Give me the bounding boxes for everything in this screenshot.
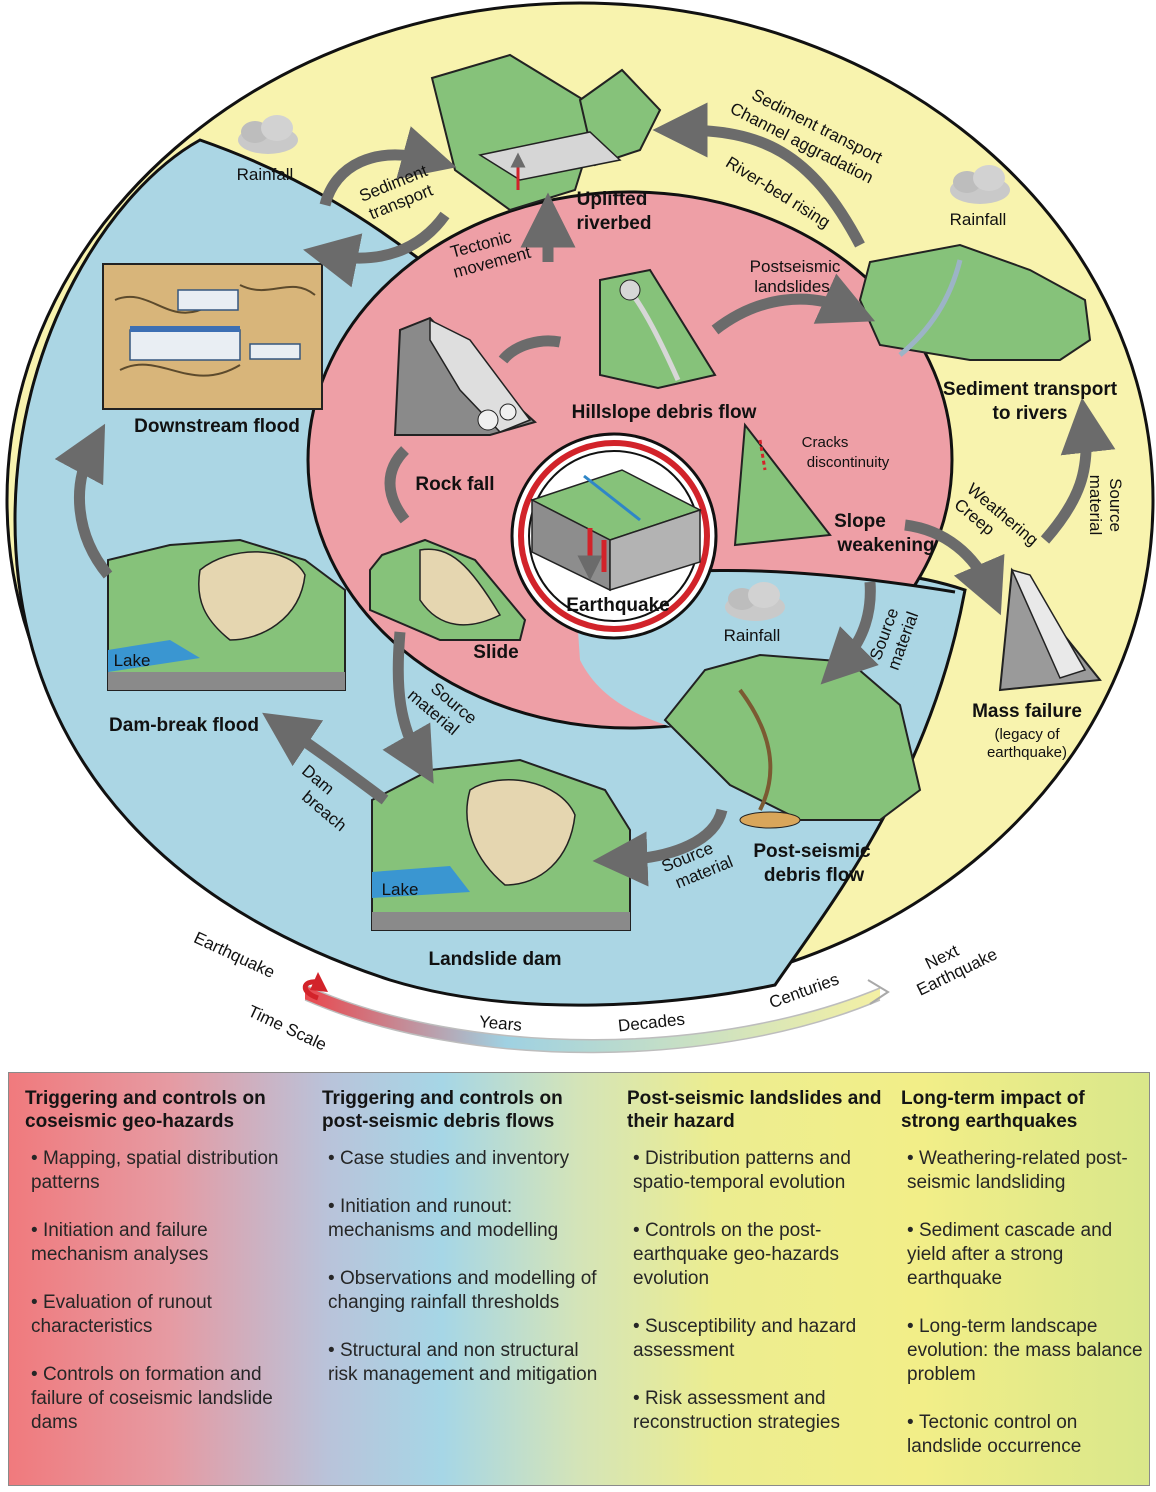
slope-weakening-label: Slope xyxy=(834,511,886,532)
post-seismic-debris-flow-label: Post-seismic xyxy=(753,841,871,862)
column-item: Structural and non structural risk manag… xyxy=(328,1339,612,1387)
column-item: Risk assessment and reconstruction strat… xyxy=(633,1387,892,1435)
column-heading: Post-seismic landslides and their hazard xyxy=(627,1088,882,1132)
hillslope-debris-flow-label: Hillslope debris flow xyxy=(572,402,757,423)
column-item: Long-term landscape evolution: the mass … xyxy=(907,1315,1146,1387)
column-item: Mapping, spatial distribution patterns xyxy=(31,1147,310,1195)
column-item: Initiation and failure mechanism analyse… xyxy=(31,1219,310,1267)
legacy-label: (legacy of xyxy=(994,726,1060,743)
earthquake-label: Earthquake xyxy=(566,595,669,616)
slope-weakening-label-2: weakening xyxy=(836,535,934,556)
sediment-rivers-label-2: to rivers xyxy=(993,403,1068,424)
rainfall-label-mid: Rainfall xyxy=(724,626,781,645)
arrow-postseismic xyxy=(711,273,876,335)
cracks-label: Cracks xyxy=(802,434,849,451)
arrow-sediment-down xyxy=(303,211,450,288)
column-item: Controls on the post-earthquake geo-haza… xyxy=(633,1219,892,1291)
column-item: Tectonic control on landslide occurrence xyxy=(907,1411,1146,1459)
topic-column-long-term: Long-term impact of strong earthquakes W… xyxy=(901,1087,1146,1483)
arrow-slide-rock xyxy=(384,446,410,524)
column-item: Case studies and inventory xyxy=(328,1147,612,1171)
column-item: Observations and modelling of changing r… xyxy=(328,1267,612,1315)
fault-block-icon xyxy=(530,469,702,592)
timescale-label: Time Scale xyxy=(245,1002,330,1055)
dam-break-flood-illustration xyxy=(107,538,346,691)
rainfall-label-right: Rainfall xyxy=(950,210,1007,229)
column-item: Susceptibility and hazard assessment xyxy=(633,1315,892,1363)
sediment-rivers-label: Sediment transport xyxy=(943,379,1118,400)
arrow-dam-breach xyxy=(262,712,389,805)
timescale-decades: Decades xyxy=(617,1010,686,1036)
rain-cloud-icon xyxy=(238,115,298,154)
arrow-source-rivers xyxy=(1040,397,1116,544)
uplifted-riverbed-label-2: riverbed xyxy=(577,213,652,234)
arrow-dam-break-downstream xyxy=(54,423,113,579)
landslide-cascade-diagram: Earthquake xyxy=(5,1,1155,1055)
lake-label: Lake xyxy=(114,651,151,670)
arrow-source-debris xyxy=(820,581,879,685)
downstream-flood-label: Downstream flood xyxy=(134,416,300,437)
source-material-right-label-2: material xyxy=(1086,475,1105,535)
arrow-sediment-up xyxy=(319,126,457,207)
rain-cloud-icon xyxy=(725,582,785,621)
rainfall-label-top: Rainfall xyxy=(237,165,294,184)
timescale-start-label: Earthquake xyxy=(191,928,278,982)
arrow-riverbed xyxy=(652,102,865,248)
landslide-dam-label: Landslide dam xyxy=(428,949,561,970)
research-topics-panel: Triggering and controls on coseismic geo… xyxy=(8,1072,1150,1486)
topic-column-debris-flows: Triggering and controls on post-seismic … xyxy=(322,1087,612,1411)
uplifted-riverbed-label: Uplifted xyxy=(577,189,648,210)
arrow-debris-dam xyxy=(592,808,728,887)
topic-column-post-seismic-landslides: Post-seismic landslides and their hazard… xyxy=(627,1087,892,1459)
column-item: Initiation and runout: mechanisms and mo… xyxy=(328,1195,612,1243)
hillslope-debris-illustration xyxy=(599,268,717,390)
topic-column-coseismic: Triggering and controls on coseismic geo… xyxy=(25,1087,310,1459)
landslide-dam-illustration xyxy=(371,758,631,931)
dam-break-flood-label: Dam-break flood xyxy=(109,715,259,736)
slide-label: Slide xyxy=(473,642,518,663)
post-seismic-debris-flow-illustration xyxy=(663,653,922,829)
rain-cloud-icon xyxy=(950,165,1010,204)
column-heading: Triggering and controls on post-seismic … xyxy=(322,1088,563,1132)
postseismic-landslides-label-2: landslides xyxy=(754,277,830,296)
slope-weakening-illustration xyxy=(733,422,832,547)
timescale-years: Years xyxy=(478,1012,522,1035)
arrow-slide-dam xyxy=(382,631,434,784)
post-seismic-debris-flow-label-2: debris flow xyxy=(764,865,865,886)
timescale-band xyxy=(305,985,880,1053)
column-heading: Long-term impact of strong earthquakes xyxy=(901,1088,1085,1132)
legacy-label-2: earthquake) xyxy=(987,744,1067,761)
rock-fall-illustration xyxy=(393,316,538,436)
column-item: Weathering-related post-seismic landslid… xyxy=(907,1147,1146,1195)
slide-illustration xyxy=(369,538,527,641)
column-item: Distribution patterns and spatio-tempora… xyxy=(633,1147,892,1195)
arrow-rockfall-debris xyxy=(498,335,562,364)
arrow-creep xyxy=(904,519,1005,616)
postseismic-landslides-label: Postseismic xyxy=(750,257,841,276)
sediment-rivers-illustration xyxy=(858,243,1092,361)
downstream-flood-illustration xyxy=(102,263,323,410)
rock-fall-label: Rock fall xyxy=(415,474,494,495)
mass-failure-illustration xyxy=(998,567,1102,692)
mass-failure-label: Mass failure xyxy=(972,701,1082,722)
cracks-label-2: discontinuity xyxy=(807,454,890,471)
column-item: Controls on formation and failure of cos… xyxy=(31,1363,310,1435)
column-item: Evaluation of runout characteristics xyxy=(31,1291,310,1339)
column-item: Sediment cascade and yield after a stron… xyxy=(907,1219,1146,1291)
source-material-right-label: Source xyxy=(1106,478,1125,532)
lake-label-2: Lake xyxy=(382,880,419,899)
column-heading: Triggering and controls on coseismic geo… xyxy=(25,1088,266,1132)
